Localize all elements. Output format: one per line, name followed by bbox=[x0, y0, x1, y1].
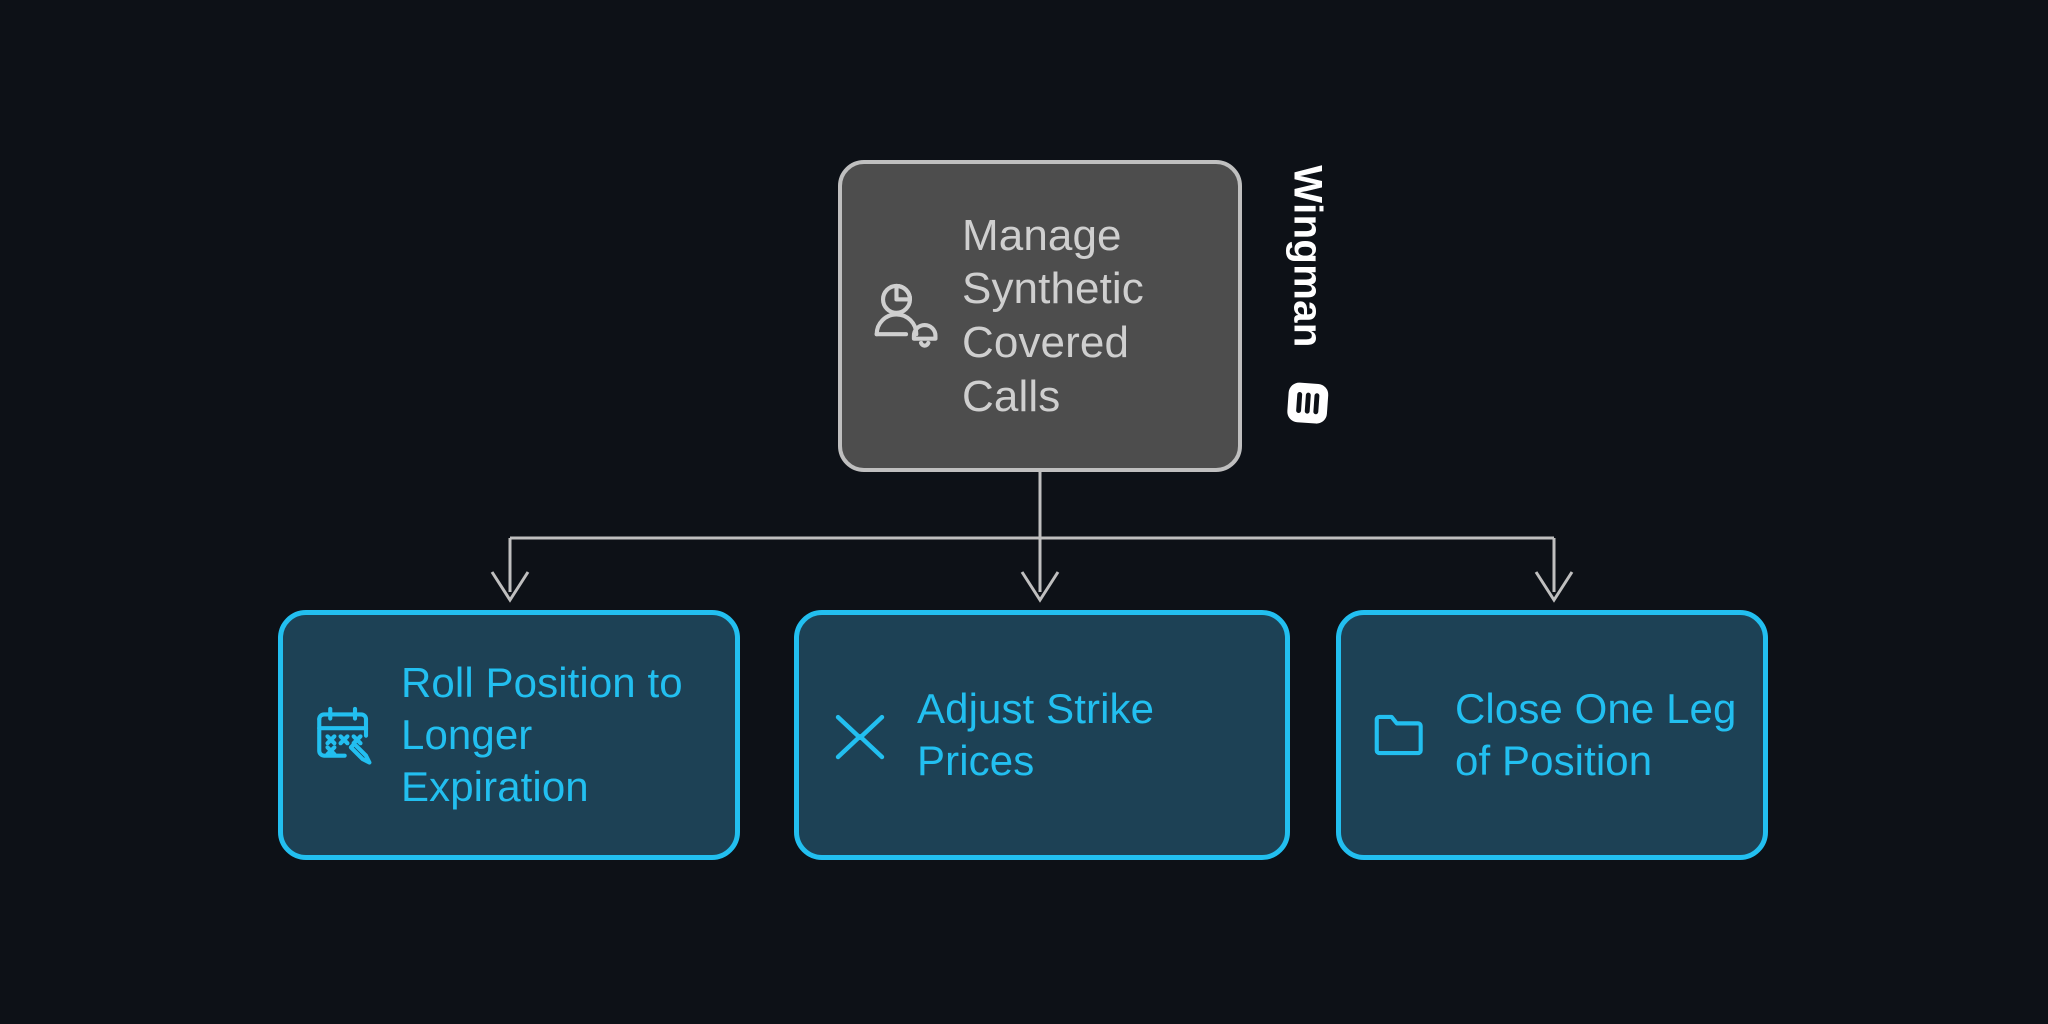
child-node-label: Adjust Strike Prices bbox=[917, 684, 1155, 784]
arrowhead-0 bbox=[490, 571, 530, 603]
root-node[interactable]: Manage Synthetic Covered Calls bbox=[838, 160, 1242, 472]
child-node-label: Close One Leg of Position bbox=[1455, 684, 1737, 784]
child-node-adjust-strike[interactable]: Adjust Strike Prices bbox=[794, 610, 1290, 860]
arrowhead-1 bbox=[1020, 571, 1060, 603]
folder-icon bbox=[1369, 704, 1431, 766]
watermark-text: Wingman bbox=[1285, 165, 1330, 348]
arrowhead-2 bbox=[1534, 571, 1574, 603]
child-node-label: Roll Position to Longer Expiration bbox=[401, 658, 683, 811]
child-node-close-leg[interactable]: Close One Leg of Position bbox=[1336, 610, 1768, 860]
wingman-logo-icon bbox=[1271, 368, 1343, 443]
child-node-roll-position[interactable]: Roll Position to Longer Expiration bbox=[278, 610, 740, 860]
calendar-edit-icon bbox=[311, 702, 377, 768]
user-pie-chart-bell-icon bbox=[868, 278, 944, 354]
watermark: Wingman bbox=[1252, 156, 1362, 456]
root-node-label: Manage Synthetic Covered Calls bbox=[962, 210, 1144, 421]
chevron-collapse-icon bbox=[827, 702, 893, 768]
